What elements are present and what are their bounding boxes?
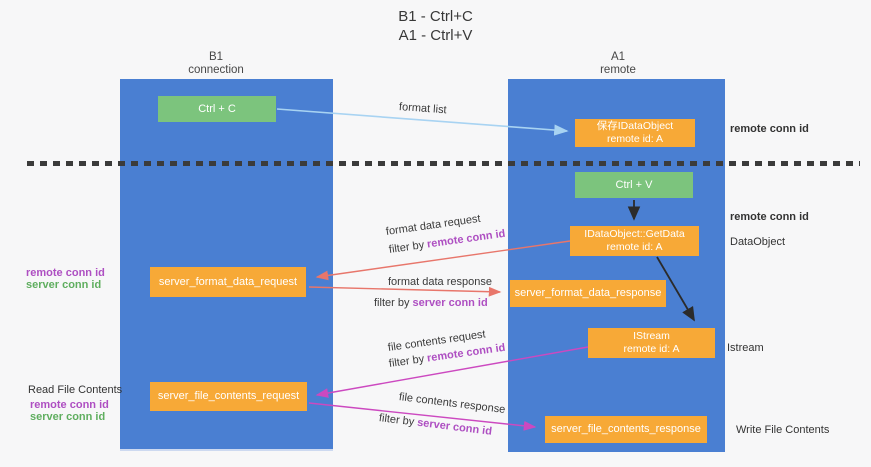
istream-annotation: Istream	[727, 342, 764, 354]
getdata-line1: IDataObject::GetData	[584, 228, 685, 240]
file-contents-request-arrow	[315, 346, 589, 398]
lane-b1-subtitle: connection	[188, 64, 244, 76]
dashed-divider	[27, 161, 860, 166]
lane-a1-name: A1	[610, 51, 626, 63]
format-data-request-arrow	[315, 240, 571, 281]
ctrl-c-box: Ctrl + C	[158, 96, 276, 122]
save-idataobject-line1: 保存IDataObject	[596, 120, 674, 132]
server-file-contents-response-label: server_file_contents_response	[551, 423, 701, 435]
write-file-contents-annotation: Write File Contents	[736, 424, 830, 436]
format-list-arrow	[276, 108, 569, 136]
read-file-contents-annotation: Read File Contents	[28, 384, 123, 396]
remote-conn-id-annotation-top: remote conn id	[730, 123, 809, 135]
istream-box: IStream remote id: A	[588, 328, 715, 358]
format-data-response-filter: filter by server conn id	[374, 297, 488, 309]
istream-line2: remote id: A	[623, 343, 680, 355]
server-format-data-request-label: server_format_data_request	[158, 275, 298, 288]
getdata-line2: remote id: A	[606, 241, 663, 253]
getdata-to-istream-arrow	[656, 256, 695, 322]
lane-header-a1: A1 remote	[543, 51, 693, 77]
ctrl-v-box: Ctrl + V	[575, 172, 693, 198]
server-format-data-response-box: server_format_data_response	[510, 280, 666, 307]
left-format-conn-ids: remote conn id server conn id	[26, 267, 105, 291]
server-file-contents-request-box: server_file_contents_request	[150, 382, 307, 411]
remote-conn-id-annotation-mid: remote conn id	[730, 211, 809, 223]
server-conn-id-annotation-left: server conn id	[26, 279, 102, 291]
server-conn-id-text: server conn id	[412, 297, 488, 309]
ctrl-v-label: Ctrl + V	[615, 178, 653, 191]
idataobject-getdata-box: IDataObject::GetData remote id: A	[570, 226, 699, 256]
save-idataobject-line2: remote id: A	[606, 133, 664, 145]
left-file-conn-ids: remote conn id server conn id	[30, 399, 109, 423]
server-format-data-request-box: server_format_data_request	[150, 267, 306, 297]
server-format-data-response-label: server_format_data_response	[514, 287, 662, 299]
istream-line1: IStream	[633, 330, 670, 342]
lane-header-b1: B1 connection	[141, 51, 291, 77]
file-contents-response-arrow	[308, 402, 537, 431]
remote-conn-id-annotation-left2: remote conn id	[30, 399, 109, 411]
server-file-contents-response-box: server_file_contents_response	[545, 416, 707, 443]
lane-a1-subtitle: remote	[600, 64, 636, 76]
save-idataobject-box: 保存IDataObject remote id: A	[575, 119, 695, 147]
title-line-1: B1 - Ctrl+C	[398, 8, 473, 25]
format-data-response-arrow	[308, 286, 502, 297]
server-conn-id-annotation-left2: server conn id	[30, 411, 106, 423]
title-line-2: A1 - Ctrl+V	[398, 27, 473, 44]
diagram-title: B1 - Ctrl+C A1 - Ctrl+V	[0, 7, 871, 45]
dataobject-annotation: DataObject	[730, 236, 786, 248]
format-data-response-label: format data response	[388, 276, 492, 288]
filter-by-text: filter by	[374, 297, 413, 309]
remote-conn-id-annotation-left: remote conn id	[26, 267, 105, 279]
lane-b1-name: B1	[208, 51, 224, 63]
server-file-contents-request-label: server_file_contents_request	[157, 390, 300, 402]
ctrl-c-label: Ctrl + C	[198, 102, 236, 115]
